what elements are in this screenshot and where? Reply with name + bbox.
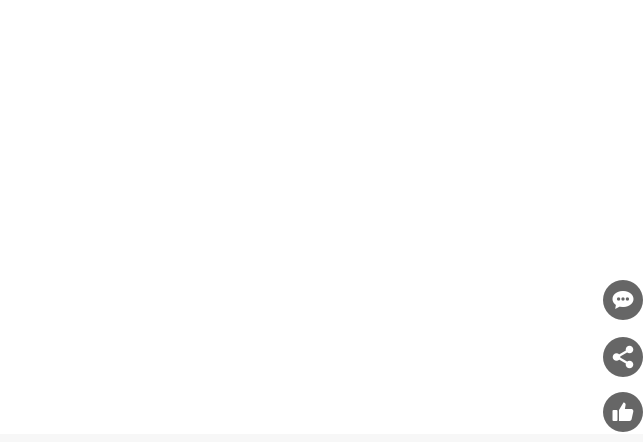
comment-icon — [610, 287, 636, 313]
bottom-strip — [0, 434, 643, 442]
share-button[interactable] — [603, 337, 643, 377]
comment-button[interactable] — [603, 280, 643, 320]
like-button[interactable] — [603, 392, 643, 432]
thumbs-up-icon — [610, 399, 636, 425]
share-icon — [610, 344, 636, 370]
